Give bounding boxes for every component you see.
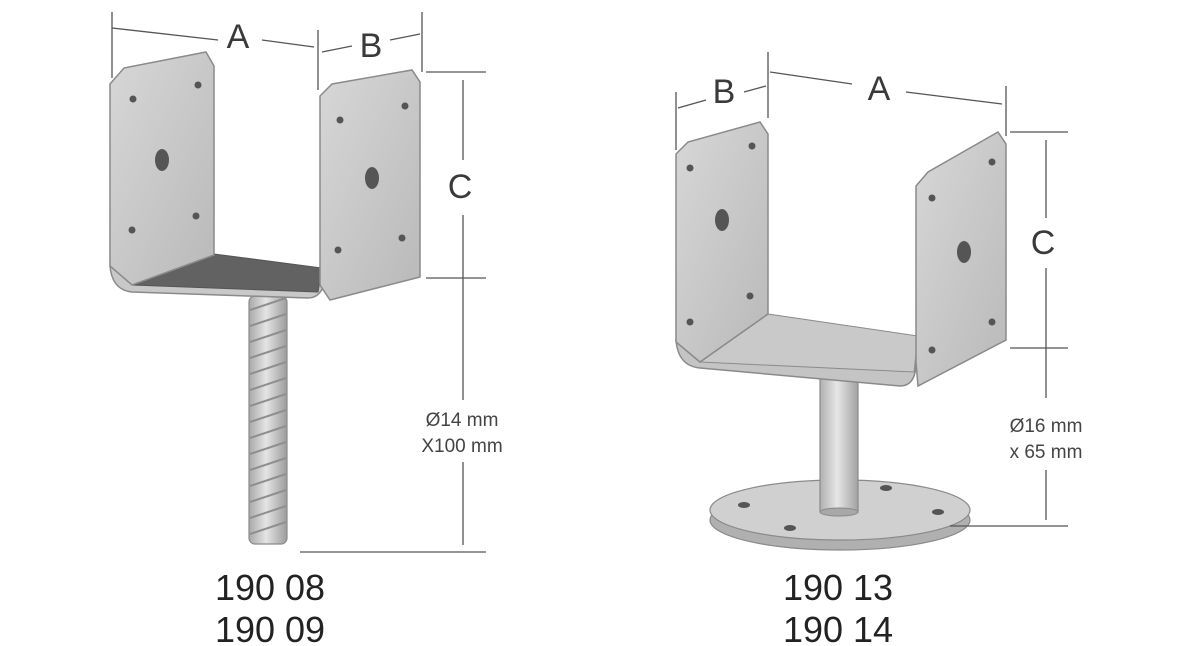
dim-label-c: C	[448, 168, 473, 206]
dim-label-c: C	[1031, 224, 1056, 262]
rod-spec-diameter: Ø14 mm	[426, 410, 499, 431]
tube-spec-length: x 65 mm	[1010, 442, 1083, 463]
threaded-rod	[248, 295, 288, 545]
dim-label-a: A	[868, 70, 891, 108]
product-code: 190 13	[783, 567, 893, 608]
post-anchor-rod	[109, 51, 421, 545]
product-code: 190 08	[215, 567, 325, 608]
dimension-labels-left: A B C Ø14 mm X100 mm 190 08 190 09	[215, 18, 503, 646]
dimension-lines-right	[675, 52, 1068, 527]
dim-label-b: B	[713, 73, 736, 111]
tube-spec-diameter: Ø16 mm	[1010, 416, 1083, 437]
product-code: 190 14	[783, 609, 893, 646]
post-anchor-base-plate	[675, 121, 1007, 551]
dim-label-a: A	[227, 18, 250, 56]
dimension-lines-left	[111, 12, 486, 553]
dimension-labels-right: A B C Ø16 mm x 65 mm 190 13 190 14	[713, 70, 1083, 646]
rod-spec-length: X100 mm	[421, 436, 502, 457]
dim-label-b: B	[360, 27, 383, 65]
product-code: 190 09	[215, 609, 325, 646]
